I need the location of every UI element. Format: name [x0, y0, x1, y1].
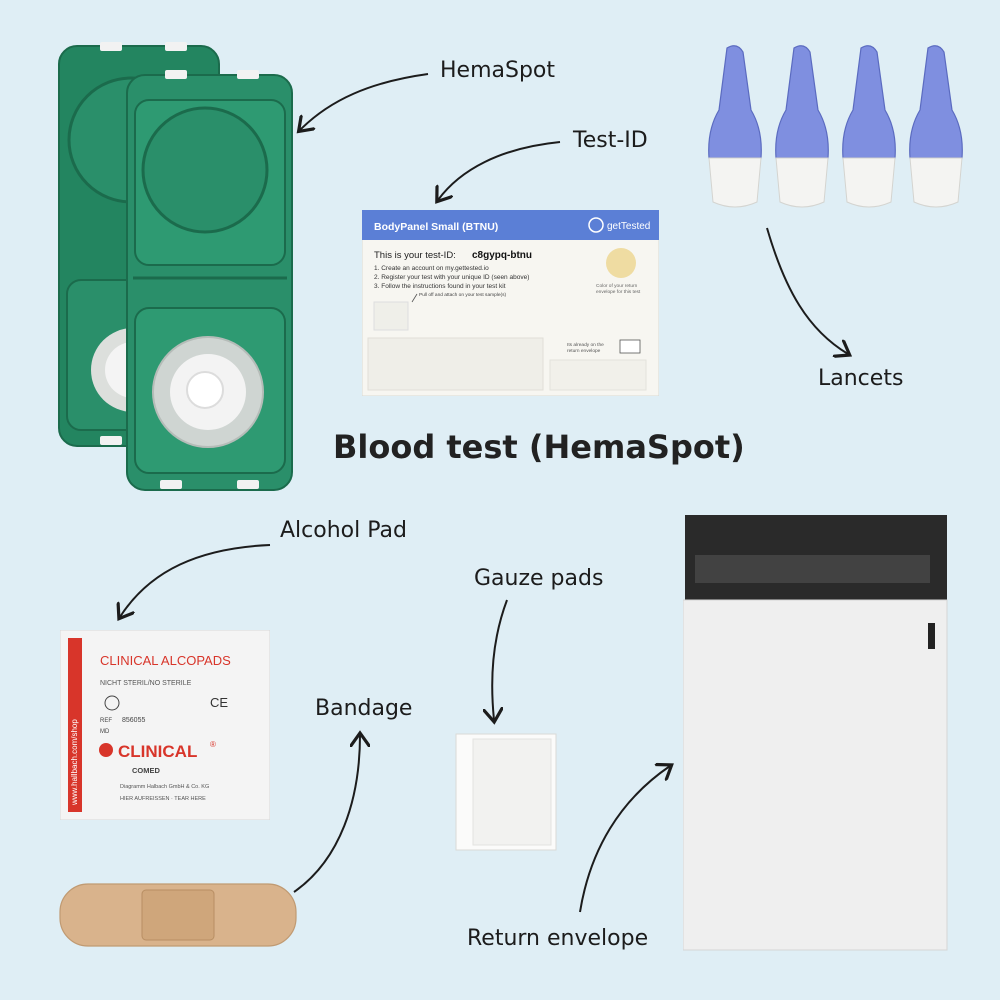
lancets-image — [708, 45, 963, 208]
test-card-step2: 2. Register your test with your unique I… — [374, 274, 529, 281]
label-test-id: Test-ID — [573, 128, 648, 153]
test-card-intro: This is your test-ID: — [374, 250, 456, 261]
test-card-brand: getTested — [607, 221, 650, 232]
arrow-return-envelope — [579, 766, 670, 913]
arrow-bandage — [293, 735, 360, 893]
alcopad-reg-mark: ® — [210, 740, 216, 749]
label-lancets: Lancets — [818, 366, 904, 391]
label-alcohol-pad: Alcohol Pad — [280, 518, 407, 543]
arrow-test-id — [438, 141, 561, 200]
return-envelope-image — [683, 515, 948, 951]
test-card-envelope-note-1: Its already on the — [567, 342, 604, 348]
alcopad-sub-brand: COMED — [132, 766, 161, 775]
hemaspot-device-image — [58, 42, 293, 491]
lancet-2 — [775, 45, 829, 208]
alcopad-maker: Diagramm Halbach GmbH & Co. KG — [120, 784, 209, 790]
no-reuse-icon — [104, 695, 120, 711]
arrow-lancets — [766, 227, 848, 354]
arrow-alcohol-pad — [120, 544, 271, 617]
test-card-header: BodyPanel Small (BTNU) — [374, 221, 498, 233]
label-bandage: Bandage — [315, 696, 413, 721]
hemaspot-device-front — [126, 70, 293, 491]
test-card-color-note-1: Color of your return — [596, 283, 638, 289]
test-card-header-bar — [362, 210, 659, 240]
test-card-step3: 3. Follow the instructions found in your… — [374, 283, 506, 290]
clinical-logo-icon — [99, 743, 113, 757]
test-card-id-code: c8gypq-btnu — [472, 250, 532, 261]
label-hemaspot: HemaSpot — [440, 58, 556, 83]
test-card-envelope-note-2: return envelope — [567, 348, 601, 354]
alcopad-brand: CLINICAL — [118, 742, 197, 761]
gauze-pads-image — [455, 733, 557, 851]
test-card-sticker-note: Pull off and attach on your test sample(… — [419, 292, 507, 298]
page-title: Blood test (HemaSpot) — [333, 428, 745, 466]
alcohol-pad-pack: www.hallbach.com/shop CLINICAL ALCOPADS … — [60, 630, 270, 820]
envelope-mini-icon — [619, 339, 641, 354]
alcopad-red-strip — [68, 638, 82, 812]
lancet-1 — [708, 45, 762, 208]
test-card-color-note-2: envelope for this test — [596, 289, 641, 295]
lancet-3 — [842, 45, 896, 208]
test-id-card: BodyPanel Small (BTNU) getTested This is… — [362, 210, 659, 396]
arrow-hemaspot — [300, 73, 429, 130]
label-gauze-pads: Gauze pads — [474, 566, 604, 591]
alcopad-ref-no: 856055 — [122, 717, 145, 724]
label-return-envelope: Return envelope — [467, 926, 649, 951]
test-card-sticker-area — [367, 337, 544, 391]
alcopad-ref-tag: REF — [100, 718, 112, 724]
alcopad-product: CLINICAL ALCOPADS — [100, 653, 231, 668]
bandage-image — [59, 883, 297, 947]
arrow-gauze-pads — [492, 599, 508, 720]
alcopad-sterile: NICHT STERIL/NO STERILE — [100, 680, 192, 687]
alcopad-tear: HIER AUFREISSEN · TEAR HERE — [120, 796, 206, 802]
test-card-step1: 1. Create an account on my.gettested.io — [374, 265, 489, 272]
gettested-logo-icon — [588, 217, 604, 233]
alcopad-ce-mark: CE — [210, 695, 228, 710]
alcopad-md-tag: MD — [100, 729, 110, 735]
alcopad-vertical-text: www.hallbach.com/shop — [70, 719, 79, 806]
return-envelope-color-dot — [606, 248, 636, 278]
lancet-4 — [909, 45, 963, 208]
